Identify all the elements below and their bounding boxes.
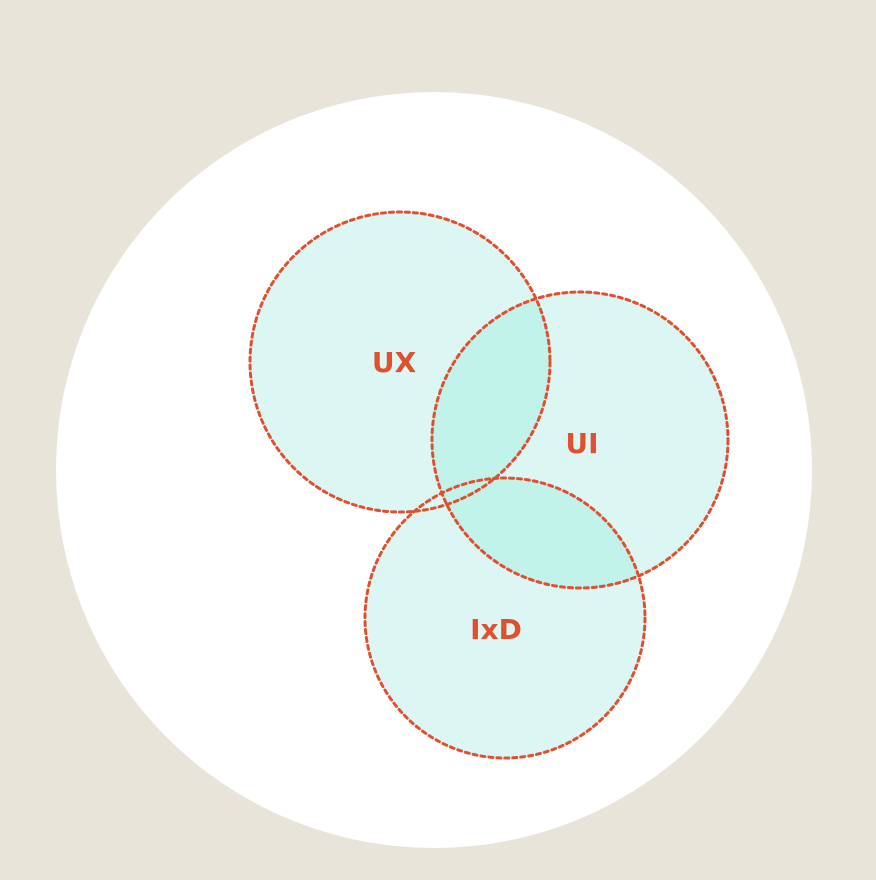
overlap-ux-ui [432, 292, 550, 512]
set-outline-ux [248, 210, 552, 514]
set-label-ux: UX [372, 346, 417, 379]
set-outline-ui [430, 290, 730, 590]
set-label-ui: UI [565, 427, 598, 460]
set-outline-ixd [363, 476, 647, 760]
set-label-ixd: IxD [470, 613, 522, 646]
